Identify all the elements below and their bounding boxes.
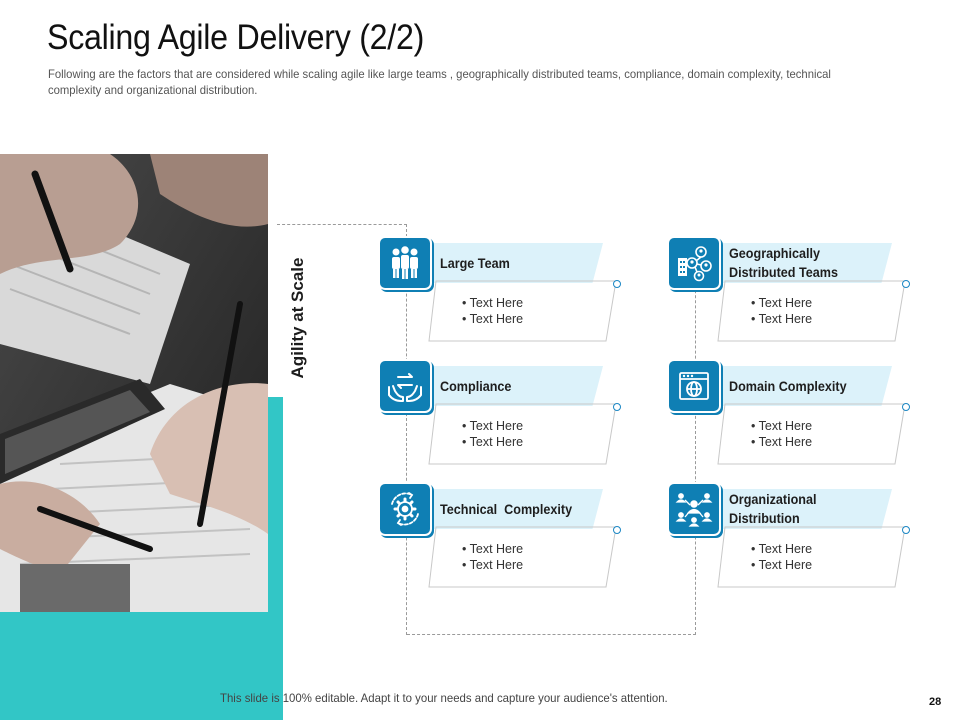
bullet-item: • Text Here — [462, 312, 524, 326]
bullet-item: • Text Here — [751, 312, 813, 326]
factor-title-band — [717, 489, 892, 529]
factor-title-band — [428, 243, 603, 283]
distributed-teams-icon — [667, 236, 721, 290]
connector-dot — [902, 526, 910, 534]
bullet-item: • Text Here — [462, 558, 524, 572]
factor-title-band — [717, 366, 892, 406]
bullet-item: • Text Here — [462, 419, 524, 433]
team-icon — [378, 236, 432, 290]
bullet-item: • Text Here — [462, 542, 524, 556]
factor-card-distributed-teams: Geographically Distributed Teams • Text … — [667, 236, 927, 346]
bullet-item: • Text Here — [462, 435, 524, 449]
slide-subtitle: Following are the factors that are consi… — [48, 67, 831, 97]
factor-outline — [428, 403, 617, 465]
factor-bullets: • Text Here • Text Here — [751, 418, 812, 450]
domain-icon — [667, 359, 721, 413]
page-number: 28 — [929, 696, 942, 708]
factor-card-domain-complexity: Domain Complexity • Text Here • Text Her… — [667, 359, 927, 469]
factor-label: Geographically Distributed Teams — [729, 245, 838, 280]
bullet-item: • Text Here — [751, 296, 813, 310]
connector-dot — [613, 403, 621, 411]
factor-bullets: • Text Here • Text Here — [751, 541, 812, 573]
agility-at-scale-label: Agility at Scale — [288, 257, 307, 379]
factor-label: Compliance — [440, 377, 512, 394]
compliance-icon — [378, 359, 432, 413]
connector-frame — [277, 224, 407, 635]
factor-outline — [717, 526, 906, 588]
factor-label: Large Team — [440, 254, 510, 271]
factor-label: Domain Complexity — [729, 377, 847, 394]
factor-label: Technical Complexity — [440, 500, 573, 517]
factor-bullets: • Text Here • Text Here — [462, 295, 523, 327]
factor-card-organizational-distribution: Organizational Distribution • Text Here … — [667, 482, 927, 592]
connector-bottom-line — [407, 634, 696, 635]
factor-title-band — [428, 489, 603, 529]
connector-dot — [613, 526, 621, 534]
factor-bullets: • Text Here • Text Here — [462, 541, 523, 573]
bullet-item: • Text Here — [751, 542, 813, 556]
factor-bullets: • Text Here • Text Here — [462, 418, 523, 450]
connector-dot — [613, 280, 621, 288]
bullet-item: • Text Here — [751, 435, 813, 449]
footer-note: This slide is 100% editable. Adapt it to… — [220, 691, 668, 705]
factor-outline — [428, 526, 617, 588]
factor-card-compliance: Compliance • Text Here • Text Here — [378, 359, 638, 469]
factor-card-large-team: Large Team • Text Here • Text Here — [378, 236, 638, 346]
factor-card-technical-complexity: Technical Complexity • Text Here • Text … — [378, 482, 638, 592]
factor-outline — [717, 403, 906, 465]
gear-icon — [378, 482, 432, 536]
bullet-item: • Text Here — [751, 419, 813, 433]
bullet-item: • Text Here — [751, 558, 813, 572]
factor-outline — [717, 280, 906, 342]
factor-outline — [428, 280, 617, 342]
organization-icon — [667, 482, 721, 536]
connector-middle-line — [695, 240, 696, 635]
slide-title: Scaling Agile Delivery (2/2) — [47, 18, 425, 57]
hands-signing-document-photo — [0, 154, 268, 612]
factor-title-band — [717, 243, 892, 283]
connector-dot — [902, 403, 910, 411]
factor-bullets: • Text Here • Text Here — [751, 295, 812, 327]
connector-dot — [902, 280, 910, 288]
bullet-item: • Text Here — [462, 296, 524, 310]
factor-label: Organizational Distribution — [729, 491, 817, 526]
factor-title-band — [428, 366, 603, 406]
